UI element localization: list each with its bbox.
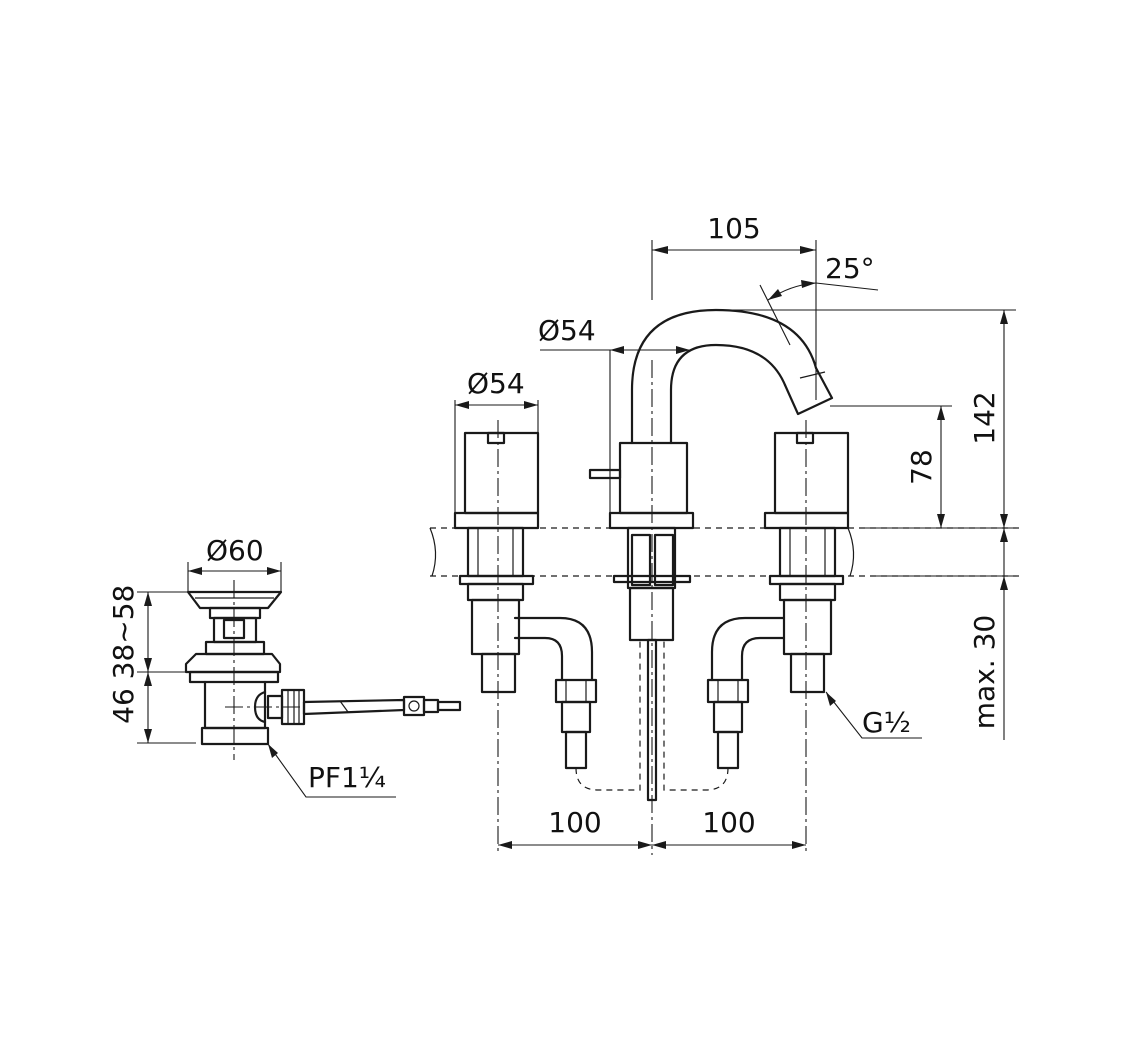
left-handle-valve: [453, 431, 641, 791]
label-deck-thickness: max. 30: [968, 615, 1001, 729]
pop-up-drain: [184, 590, 462, 746]
dim-spout-reach: 105: [651, 212, 817, 400]
countertop-section: [429, 527, 1020, 577]
label-outlet-height: 78: [905, 449, 938, 485]
label-drain-thread: PF1¼: [308, 761, 386, 794]
center-spout: [588, 308, 834, 802]
dim-connection-thread: G½: [825, 691, 922, 739]
dim-drain-thread: PF1¼: [267, 743, 396, 798]
dim-spacing: 100 100: [498, 806, 806, 849]
label-right-spacing: 100: [702, 806, 755, 839]
label-drain-height-lower: 46: [107, 688, 140, 724]
dim-overall-height: 142: [716, 309, 1016, 529]
label-overall-height: 142: [968, 391, 1001, 444]
dim-handle-diameter: Ø54: [454, 367, 539, 513]
dim-spout-angle: 25°: [759, 252, 879, 346]
label-left-spacing: 100: [548, 806, 601, 839]
centerlines: [225, 360, 807, 855]
label-handle-diameter: Ø54: [467, 367, 525, 400]
dim-spout-diameter: Ø54: [538, 314, 690, 513]
label-spout-diameter: Ø54: [538, 314, 596, 347]
label-drain-diameter: Ø60: [206, 534, 264, 567]
label-spout-reach: 105: [707, 212, 760, 245]
right-handle-valve: [663, 431, 850, 791]
label-spout-angle: 25°: [825, 252, 875, 285]
label-drain-height-upper: 38~58: [107, 585, 140, 680]
dim-drain-heights: 38~58 46: [107, 585, 196, 744]
dim-outlet-height: 78: [830, 405, 952, 528]
dim-drain-diameter: Ø60: [187, 534, 282, 592]
dim-deck-thickness: max. 30: [870, 528, 1016, 740]
label-connection-thread: G½: [862, 706, 911, 739]
